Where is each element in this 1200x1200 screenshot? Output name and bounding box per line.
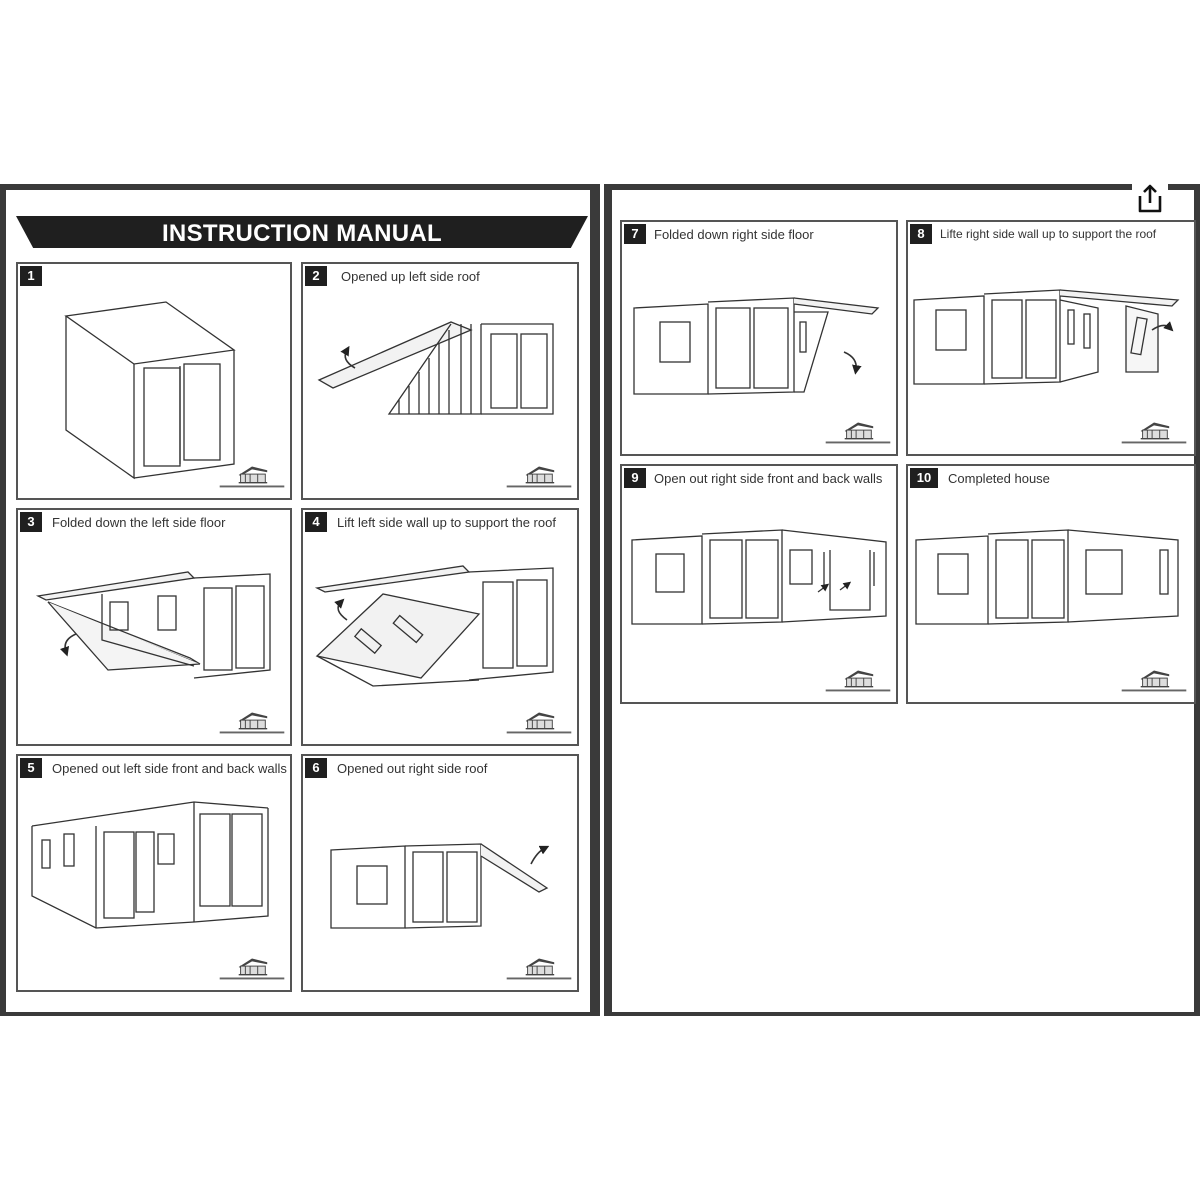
- step-2-illustration: [317, 321, 554, 415]
- instant-expandable-home-logo: [214, 706, 290, 738]
- instant-expandable-home-logo: [501, 952, 577, 984]
- step-2-panel: 2 Opened up left side roof: [301, 262, 579, 500]
- step-number: 10: [910, 468, 938, 488]
- step-number: 6: [305, 758, 327, 778]
- instant-expandable-home-logo: [820, 664, 896, 696]
- instant-expandable-home-logo: [214, 460, 290, 492]
- title-banner: INSTRUCTION MANUAL: [16, 216, 588, 248]
- step-caption: Lift left side wall up to support the ro…: [337, 515, 556, 530]
- step-6-panel: 6 Opened out right side roof: [301, 754, 579, 992]
- instant-expandable-home-logo: [214, 952, 290, 984]
- step-number: 5: [20, 758, 42, 778]
- step-caption: Opened out left side front and back wall…: [52, 761, 287, 776]
- step-caption: Opened out right side roof: [337, 761, 488, 776]
- step-4-illustration: [314, 565, 554, 687]
- step-5-panel: 5 Opened out left side front and back wa…: [16, 754, 292, 992]
- step-1-panel: 1: [16, 262, 292, 500]
- step-7-illustration: [633, 297, 880, 395]
- instant-expandable-home-logo: [501, 706, 577, 738]
- step-9-panel: 9 Open out right side front and back wal…: [620, 464, 898, 704]
- step-3-panel: 3 Folded down the left side floor: [16, 508, 292, 746]
- step-number: 9: [624, 468, 646, 488]
- step-number: 7: [624, 224, 646, 244]
- step-5-illustration: [31, 801, 269, 929]
- step-10-illustration: [915, 529, 1179, 625]
- step-6-illustration: [330, 843, 550, 929]
- instant-expandable-home-logo: [1116, 664, 1192, 696]
- step-caption: Folded down right side floor: [654, 227, 814, 242]
- step-10-panel: 10 Completed house: [906, 464, 1196, 704]
- step-9-illustration: [631, 529, 887, 625]
- step-1-illustration: [64, 301, 236, 480]
- step-caption: Folded down the left side floor: [52, 515, 226, 530]
- step-8-illustration: [913, 289, 1180, 385]
- step-caption: Open out right side front and back walls: [654, 471, 883, 486]
- step-7-panel: 7 Folded down right side floor: [620, 220, 898, 456]
- instant-expandable-home-logo: [501, 460, 577, 492]
- manual-title: INSTRUCTION MANUAL: [161, 220, 443, 247]
- step-number: 4: [305, 512, 327, 532]
- step-number: 3: [20, 512, 42, 532]
- step-number: 1: [20, 266, 42, 286]
- step-caption: Completed house: [948, 471, 1050, 486]
- instant-expandable-home-logo: [820, 416, 896, 448]
- step-number: 2: [305, 266, 327, 286]
- manual-page-right: 7 Folded down right side floor 8 Lifte r…: [604, 184, 1200, 1016]
- step-3-illustration: [35, 571, 271, 679]
- instant-expandable-home-logo: [1116, 416, 1192, 448]
- manual-page-left: INSTRUCTION MANUAL 1 2 Opened up left si…: [0, 184, 600, 1016]
- step-number: 8: [910, 224, 932, 244]
- step-8-panel: 8 Lifte right side wall up to support th…: [906, 220, 1196, 456]
- step-caption: Opened up left side roof: [341, 269, 480, 284]
- step-caption: Lifte right side wall up to support the …: [940, 227, 1157, 241]
- share-icon[interactable]: [1132, 182, 1168, 218]
- step-4-panel: 4 Lift left side wall up to support the …: [301, 508, 579, 746]
